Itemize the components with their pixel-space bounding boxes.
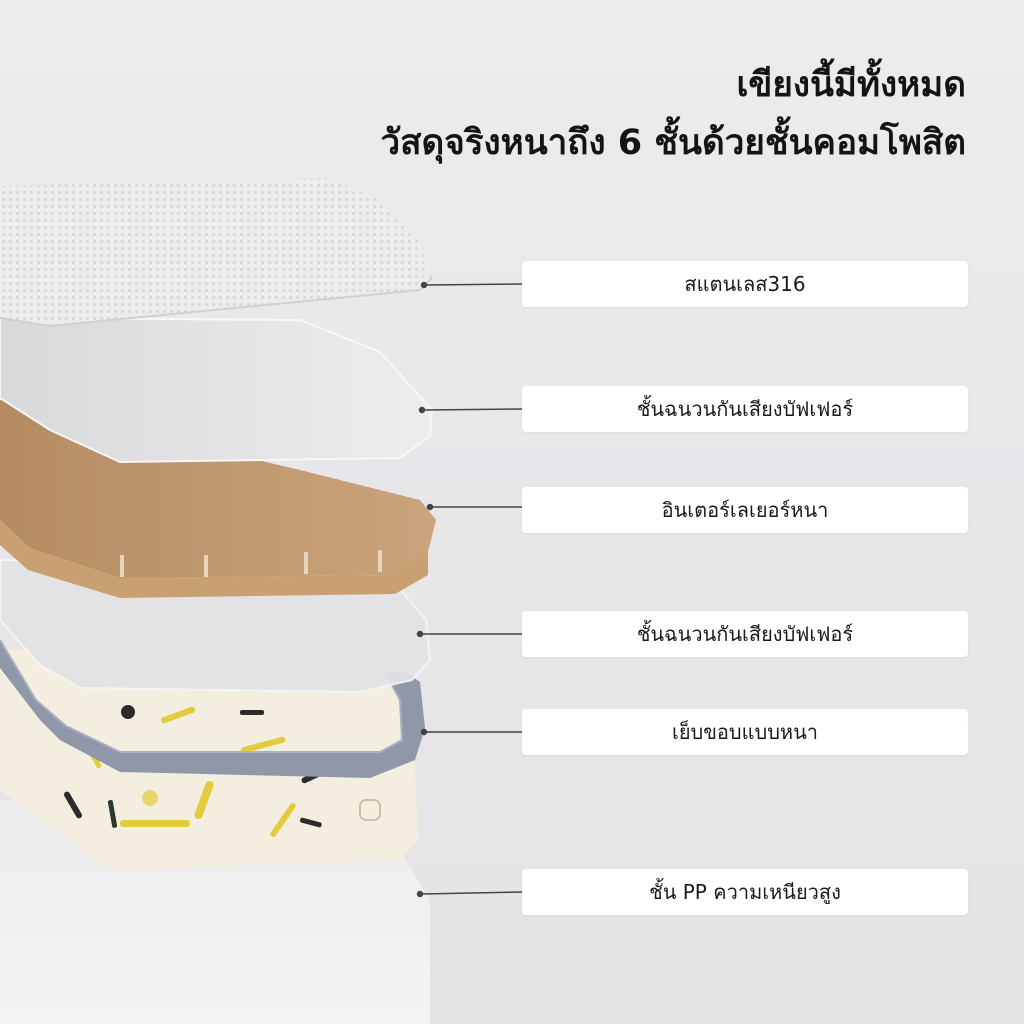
- headline-line-2: วัสดุจริงหนาถึง 6 ชั้นด้วยชั้นคอมโพสิต: [380, 123, 966, 163]
- buffer-layer-1-graphic: [0, 316, 434, 464]
- leader-lines: [416, 281, 523, 898]
- layer-label-stainless: สแตนเลส316: [522, 261, 968, 307]
- pp-layer-graphic: [0, 640, 430, 1024]
- edge-band-graphic: [0, 639, 425, 778]
- layer-label-edge-band: เย็บขอบแบบหนา: [522, 709, 968, 755]
- headline-line-1: เขียงนี้มีทั้งหมด: [736, 65, 966, 105]
- layer-label-pp: ชั้น PP ความเหนียวสูง: [522, 869, 968, 915]
- layer-label-buffer-2: ชั้นฉนวนกันเสียงบัฟเฟอร์: [522, 611, 968, 657]
- headline: เขียงนี้มีทั้งหมด วัสดุจริงหนาถึง 6 ชั้น…: [380, 56, 966, 172]
- stainless-layer-graphic: [0, 178, 433, 328]
- layer-label-buffer-1: ชั้นฉนวนกันเสียงบัฟเฟอร์: [522, 386, 968, 432]
- layer-label-interlayer: อินเตอร์เลเยอร์หนา: [522, 487, 968, 533]
